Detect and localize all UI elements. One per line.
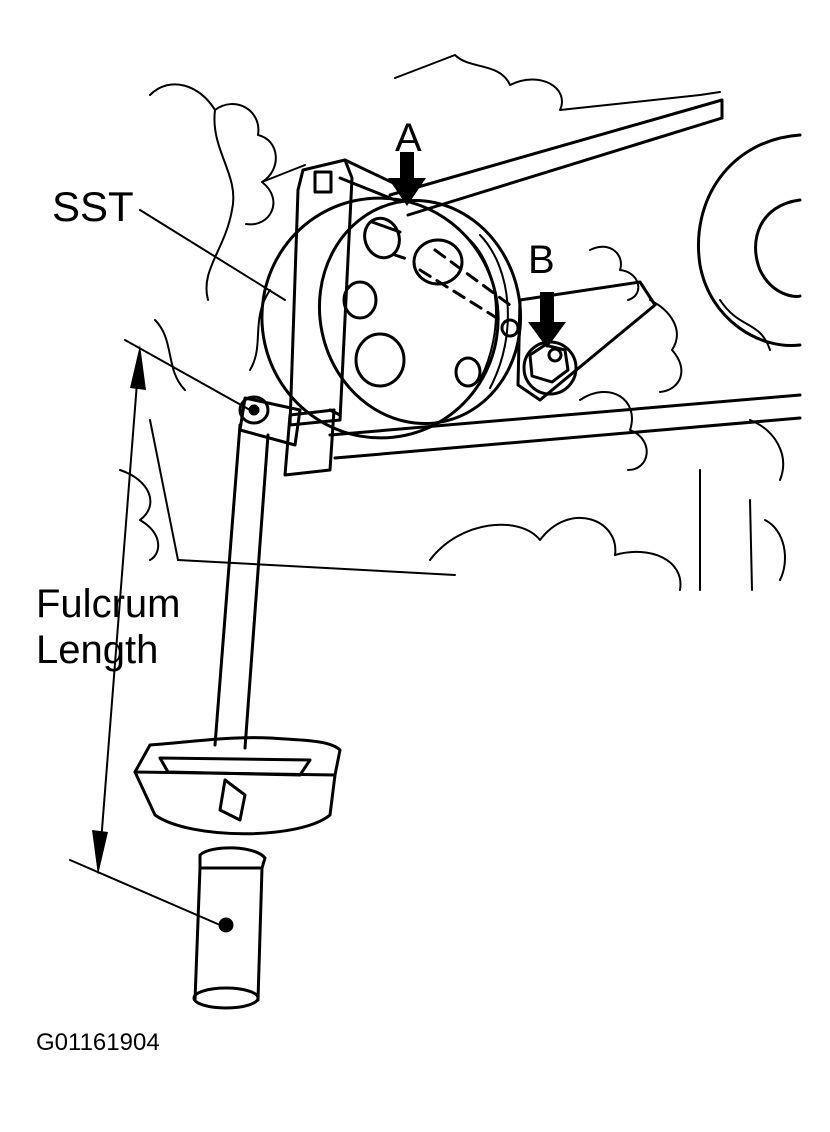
sst-label: SST (52, 183, 134, 230)
engine-background (119, 54, 786, 591)
sst-pin (363, 216, 520, 338)
sst-tool (283, 158, 410, 477)
fulcrum-bottom-extension-line (69, 859, 221, 926)
fulcrum-length-label-line2: Length (36, 628, 159, 672)
callout-a-label: A (395, 116, 422, 160)
fulcrum-length-dimension (92, 345, 146, 875)
leader-lines (69, 209, 286, 926)
drive-belt (328, 98, 802, 460)
alternator-housing (697, 133, 802, 348)
figure-code: G01161904 (36, 1029, 160, 1056)
dimension-arrowhead-top (130, 345, 146, 390)
fulcrum-length-label-line1: Fulcrum (36, 582, 181, 626)
arrow-a (388, 152, 426, 206)
fulcrum-top-extension-line (124, 339, 251, 411)
crankshaft-pulley (260, 196, 523, 440)
torque-wrench (133, 395, 342, 1010)
arrow-b (528, 292, 566, 348)
dimension-line (99, 369, 139, 856)
dimension-arrowhead-bottom (92, 830, 108, 875)
sst-leader-line (139, 209, 286, 301)
tensioner-bolt (516, 280, 657, 402)
callout-b-label: B (528, 238, 555, 282)
